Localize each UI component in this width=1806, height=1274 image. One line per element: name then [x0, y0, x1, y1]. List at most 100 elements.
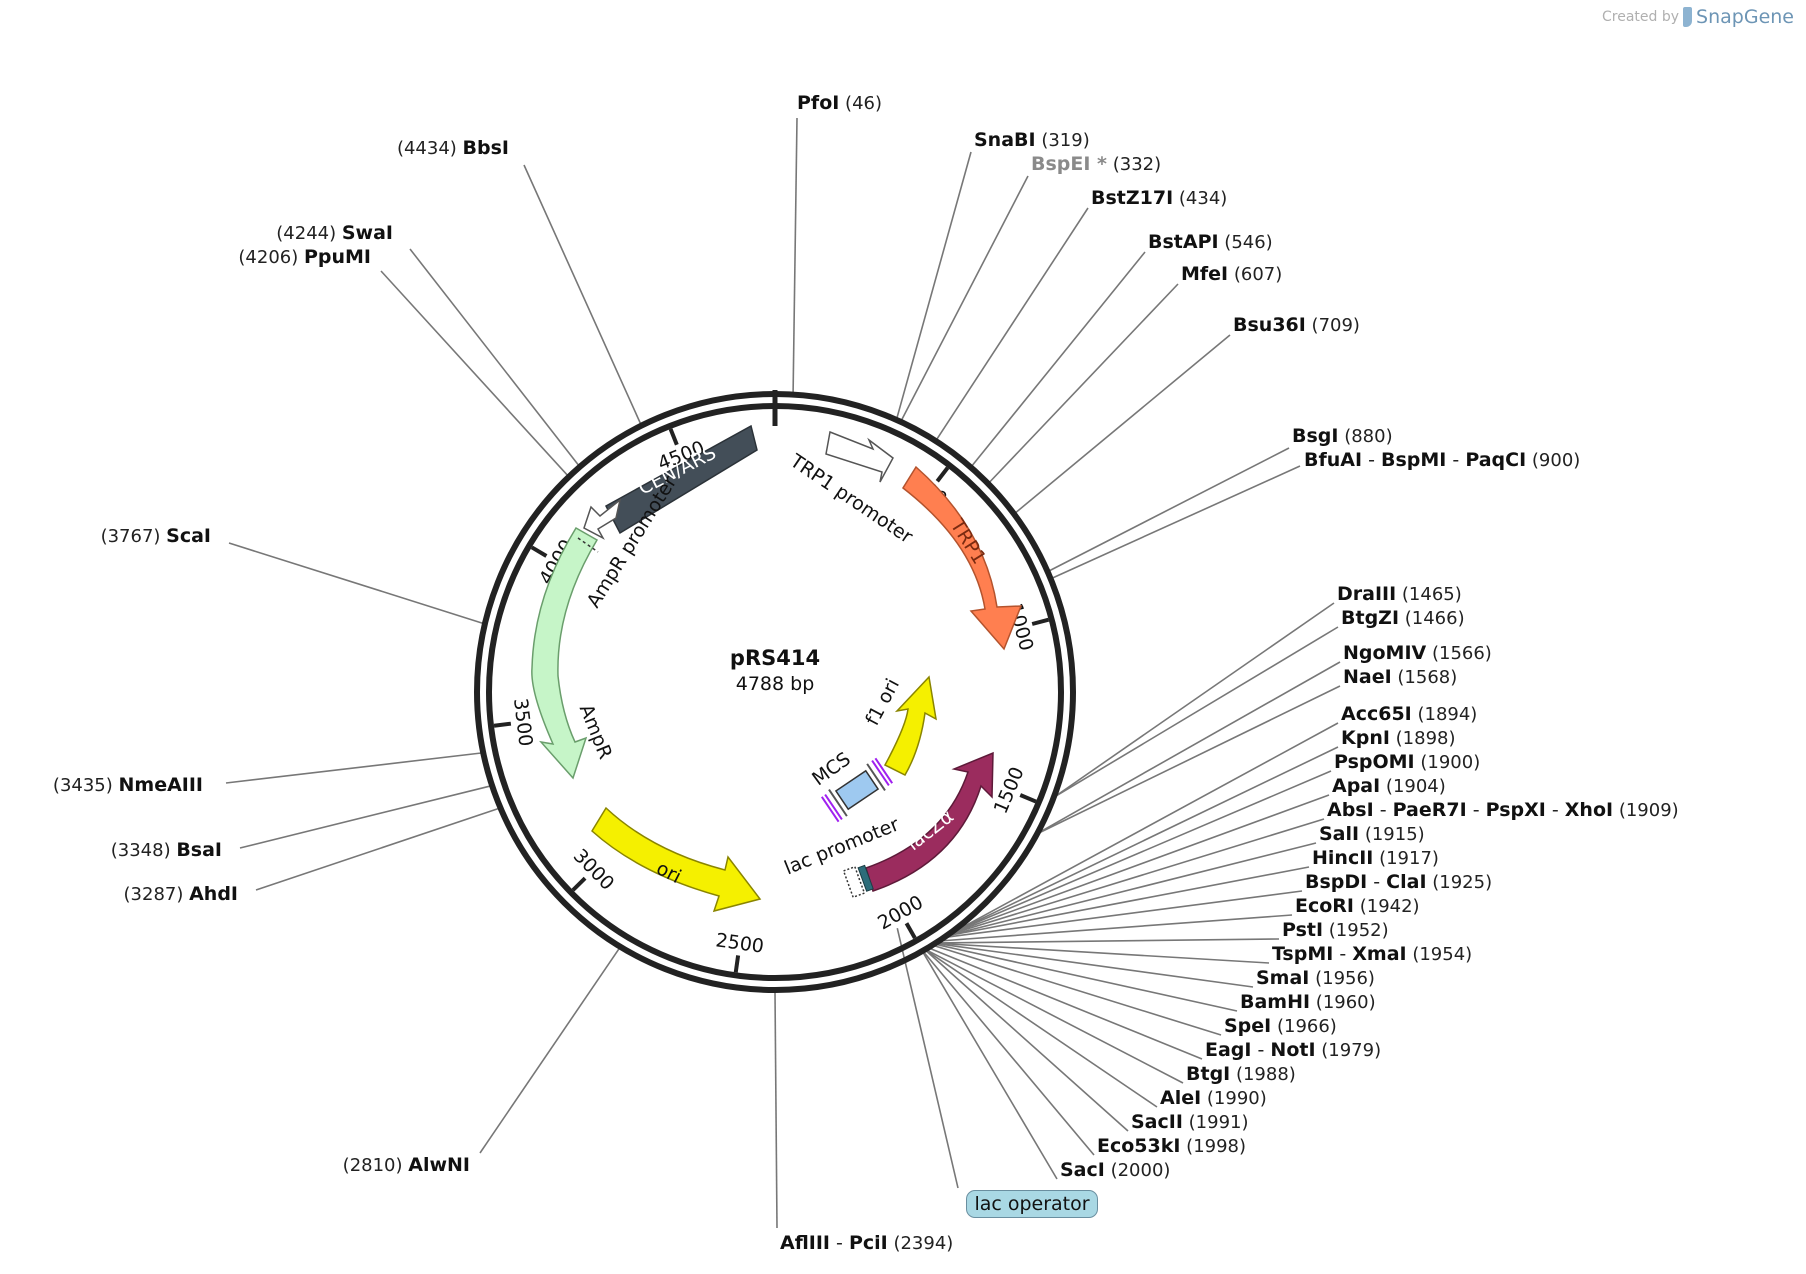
site-naei[interactable]: NaeI (1568) — [1343, 666, 1457, 688]
enzyme-name: BspMI — [1381, 449, 1446, 471]
enzyme-name: BfuAI — [1304, 449, 1362, 471]
site-saci[interactable]: SacI (2000) — [1060, 1159, 1170, 1181]
enzyme-name: DraIII — [1337, 583, 1396, 605]
feature-trp1[interactable] — [902, 465, 1023, 651]
leader-line-ppumi — [380, 270, 569, 476]
site-bsai[interactable]: (3348) BsaI — [111, 839, 222, 861]
enzyme-name: TspMI — [1272, 943, 1333, 965]
enzyme-name: SalI — [1319, 823, 1359, 845]
site-bfuai[interactable]: BfuAI - BspMI - PaqCI (900) — [1304, 449, 1580, 471]
enzyme-separator: - — [1546, 799, 1565, 821]
site-afliii[interactable]: AflIII - PciI (2394) — [780, 1232, 953, 1254]
site-swai[interactable]: (4244) SwaI — [276, 222, 393, 244]
site-snabi[interactable]: SnaBI (319) — [974, 129, 1090, 151]
site-bsgi[interactable]: BsgI (880) — [1292, 425, 1393, 447]
brand-name: SnapGene — [1696, 6, 1794, 28]
feature-f1-ori[interactable] — [883, 675, 937, 776]
enzyme-name: BsaI — [176, 839, 222, 861]
feature-lacz-alpha[interactable] — [865, 751, 994, 892]
enzyme-name: AflIII — [780, 1232, 830, 1254]
feature-mcs[interactable] — [820, 757, 894, 823]
site-nmeaiii[interactable]: (3435) NmeAIII — [53, 774, 203, 796]
leader-line-sacii — [925, 950, 1129, 1132]
site-position: (4206) — [238, 247, 304, 268]
leader-line-bspei — [900, 175, 1029, 421]
site-sali[interactable]: SalI (1915) — [1319, 823, 1425, 845]
feature-lac-promoter-box[interactable] — [842, 865, 866, 899]
tick-4500 — [668, 428, 679, 446]
leader-line-hincii — [950, 866, 1310, 936]
leader-line-draiii — [1056, 602, 1335, 797]
enzyme-name: BstZ17I — [1091, 187, 1173, 209]
site-position: (2810) — [343, 1155, 409, 1176]
site-position: (434) — [1173, 188, 1227, 209]
feature-ampr-promoter[interactable] — [583, 498, 622, 540]
enzyme-name: SpeI — [1224, 1015, 1271, 1037]
leader-line-bsai — [239, 785, 491, 849]
site-absi[interactable]: AbsI - PaeR7I - PspXI - XhoI (1909) — [1327, 799, 1679, 821]
enzyme-name: SnaBI — [974, 129, 1036, 151]
feature-cen-ars[interactable] — [604, 424, 758, 535]
site-tspmi[interactable]: TspMI - XmaI (1954) — [1272, 943, 1472, 965]
feature-ampr[interactable] — [531, 526, 599, 780]
site-acc65i[interactable]: Acc65I (1894) — [1341, 703, 1477, 725]
leader-line-absi — [953, 818, 1325, 935]
site-bspei[interactable]: BspEI * (332) — [1031, 153, 1161, 175]
leader-line-ngomiv — [1040, 661, 1341, 833]
lac-operator-label[interactable]: lac operator — [966, 1190, 1098, 1218]
enzyme-name: Bsu36I — [1233, 314, 1306, 336]
site-ppumi[interactable]: (4206) PpuMI — [238, 246, 371, 268]
feature-ori[interactable] — [591, 806, 762, 913]
site-position: (1900) — [1415, 752, 1481, 773]
site-hincii[interactable]: HincII (1917) — [1312, 847, 1439, 869]
site-bspdi[interactable]: BspDI - ClaI (1925) — [1305, 871, 1492, 893]
leader-line-nmeaiii — [225, 752, 482, 784]
enzyme-name: AhdI — [189, 883, 238, 905]
site-ahdi[interactable]: (3287) AhdI — [124, 883, 238, 905]
site-kpni[interactable]: KpnI (1898) — [1341, 727, 1456, 749]
site-draiii[interactable]: DraIII (1465) — [1337, 583, 1462, 605]
site-spei[interactable]: SpeI (1966) — [1224, 1015, 1337, 1037]
site-bamhi[interactable]: BamHI (1960) — [1240, 991, 1376, 1013]
enzyme-name: PaeR7I — [1393, 799, 1467, 821]
site-alei[interactable]: AleI (1990) — [1160, 1087, 1267, 1109]
leader-line-swai — [409, 248, 580, 466]
site-pfoi[interactable]: PfoI (46) — [797, 92, 882, 114]
site-position: (1465) — [1396, 584, 1462, 605]
site-psti[interactable]: PstI (1952) — [1282, 919, 1389, 941]
site-apai[interactable]: ApaI (1904) — [1332, 775, 1446, 797]
site-eco53ki[interactable]: Eco53kI (1998) — [1097, 1135, 1246, 1157]
feature-trp1-promoter[interactable] — [825, 430, 894, 483]
site-eagi[interactable]: EagI - NotI (1979) — [1205, 1039, 1381, 1061]
site-ecori[interactable]: EcoRI (1942) — [1295, 895, 1420, 917]
restriction-site-labels: PfoI (46) SnaBI (319)BspEI * (332) BstZ17I… — [53, 92, 1679, 1254]
site-bstapi[interactable]: BstAPI (546) — [1148, 231, 1273, 253]
site-pspomi[interactable]: PspOMI (1900) — [1334, 751, 1480, 773]
site-position: (1466) — [1399, 608, 1465, 629]
site-sacii[interactable]: SacII (1991) — [1131, 1111, 1249, 1133]
site-alwni[interactable]: (2810) AlwNI — [343, 1154, 470, 1176]
created-by-text: Created by — [1602, 9, 1680, 25]
feature-lac-operator-box[interactable] — [857, 864, 874, 892]
site-smai[interactable]: SmaI (1956) — [1256, 967, 1375, 989]
site-position: (4434) — [397, 138, 463, 159]
site-bbsi[interactable]: (4434) BbsI — [397, 137, 509, 159]
credit-banner: Created by SnapGene — [1602, 6, 1794, 28]
site-ngomiv[interactable]: NgoMIV (1566) — [1343, 642, 1492, 664]
enzyme-name: BspEI * — [1031, 153, 1107, 175]
enzyme-name: AbsI — [1327, 799, 1374, 821]
enzyme-name: HincII — [1312, 847, 1373, 869]
site-scai[interactable]: (3767) ScaI — [101, 525, 211, 547]
leader-line-bbsi — [523, 164, 642, 425]
site-bstz17i[interactable]: BstZ17I (434) — [1091, 187, 1227, 209]
site-position: (46) — [839, 93, 882, 114]
enzyme-name: Acc65I — [1341, 703, 1412, 725]
tick-label-3500: 3500 — [509, 697, 537, 748]
site-btgi[interactable]: BtgI (1988) — [1186, 1063, 1296, 1085]
site-mfei[interactable]: MfeI (607) — [1181, 263, 1282, 285]
tick-1000 — [1031, 617, 1050, 626]
site-btgzi[interactable]: BtgZI (1466) — [1341, 607, 1465, 629]
site-bsu36i[interactable]: Bsu36I (709) — [1233, 314, 1360, 336]
leader-line-mfei — [988, 283, 1179, 483]
site-position: (1566) — [1426, 643, 1492, 664]
